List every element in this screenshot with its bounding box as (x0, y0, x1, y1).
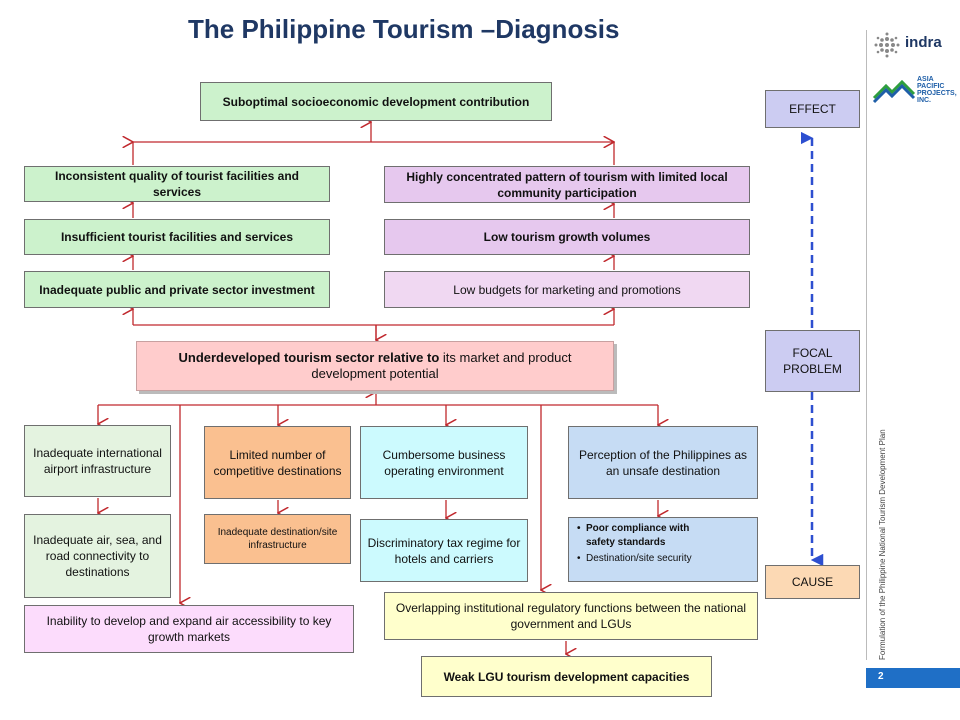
connectivity-text: Inadequate air, sea, and road connectivi… (33, 533, 162, 579)
low-growth-text: Low tourism growth volumes (483, 230, 651, 244)
inadequate-investment-box: Inadequate public and private sector inv… (24, 271, 330, 308)
legend-focal-problem: FOCAL PROBLEM (765, 330, 860, 392)
focal-problem-text: Underdeveloped tourism sector relative t… (143, 350, 607, 382)
inadequate-investment-text: Inadequate public and private sector inv… (39, 282, 315, 297)
airport-infrastructure-box: Inadequate international airport infrast… (24, 425, 171, 497)
concentrated-tourism-text: Highly concentrated pattern of tourism w… (406, 169, 728, 200)
page-number-bar (866, 668, 960, 688)
indra-logo-mark (874, 32, 900, 58)
asia-pacific-logo-mark (872, 79, 916, 104)
legend-effect-text: EFFECT (789, 102, 836, 116)
destination-infrastructure-text: Inadequate destination/site infrastructu… (217, 527, 338, 551)
unsafe-perception-text: Perception of the Philippines as an unsa… (578, 447, 748, 478)
weak-lgu-box: Weak LGU tourism development capacities (421, 656, 712, 697)
side-caption: Formulation of the Philippine National T… (878, 429, 887, 660)
limited-destinations-box: Limited number of competitive destinatio… (204, 426, 351, 499)
inconsistent-quality-box: Inconsistent quality of tourist faciliti… (24, 166, 330, 202)
insufficient-facilities-text: Insufficient tourist facilities and serv… (60, 230, 294, 244)
suboptimal-development-text: Suboptimal socioeconomic development con… (222, 94, 530, 109)
asia-pacific-logo-text: ASIA PACIFIC PROJECTS, INC. (917, 76, 957, 104)
bullet-site-security: Destination/site security (577, 552, 751, 566)
cumbersome-business-box: Cumbersome business operating environmen… (360, 426, 528, 499)
insufficient-facilities-box: Insufficient tourist facilities and serv… (24, 219, 330, 255)
limited-destinations-text: Limited number of competitive destinatio… (213, 447, 342, 478)
connectivity-box: Inadequate air, sea, and road connectivi… (24, 514, 171, 598)
legend-cause-text: CAUSE (791, 575, 834, 589)
low-growth-box: Low tourism growth volumes (384, 219, 750, 255)
concentrated-tourism-box: Highly concentrated pattern of tourism w… (384, 166, 750, 203)
overlapping-functions-text: Overlapping institutional regulatory fun… (395, 601, 747, 631)
unsafe-perception-box: Perception of the Philippines as an unsa… (568, 426, 758, 499)
legend-effect: EFFECT (765, 90, 860, 128)
legend-focal-problem-text: FOCAL PROBLEM (783, 346, 842, 376)
low-budgets-box: Low budgets for marketing and promotions (384, 271, 750, 308)
low-budgets-text: Low budgets for marketing and promotions (453, 282, 681, 297)
tax-regime-text: Discriminatory tax regime for hotels and… (367, 535, 521, 566)
inconsistent-quality-text: Inconsistent quality of tourist faciliti… (54, 169, 300, 199)
tax-regime-box: Discriminatory tax regime for hotels and… (360, 519, 528, 582)
page-title: The Philippine Tourism –Diagnosis (188, 14, 620, 44)
air-accessibility-text: Inability to develop and expand air acce… (46, 614, 332, 644)
airport-infrastructure-text: Inadequate international airport infrast… (33, 446, 162, 476)
safety-bullets-box: Poor compliance with safety standards De… (568, 517, 758, 582)
focal-problem-bold: Underdeveloped tourism sector relative t… (178, 350, 440, 365)
indra-logo-text: indra (905, 34, 942, 51)
overlapping-functions-box: Overlapping institutional regulatory fun… (384, 592, 758, 640)
cumbersome-business-text: Cumbersome business operating environmen… (382, 447, 506, 478)
right-divider (866, 30, 867, 660)
bullet-poor-compliance: Poor compliance with safety standards (577, 522, 706, 550)
destination-infrastructure-box: Inadequate destination/site infrastructu… (204, 514, 351, 564)
focal-problem-rest: its market and product development poten… (311, 350, 572, 381)
legend-cause: CAUSE (765, 565, 860, 599)
weak-lgu-text: Weak LGU tourism development capacities (443, 669, 690, 684)
suboptimal-development-box: Suboptimal socioeconomic development con… (200, 82, 552, 121)
focal-problem-box: Underdeveloped tourism sector relative t… (136, 341, 614, 391)
air-accessibility-box: Inability to develop and expand air acce… (24, 605, 354, 653)
page-number: 2 (878, 671, 884, 682)
